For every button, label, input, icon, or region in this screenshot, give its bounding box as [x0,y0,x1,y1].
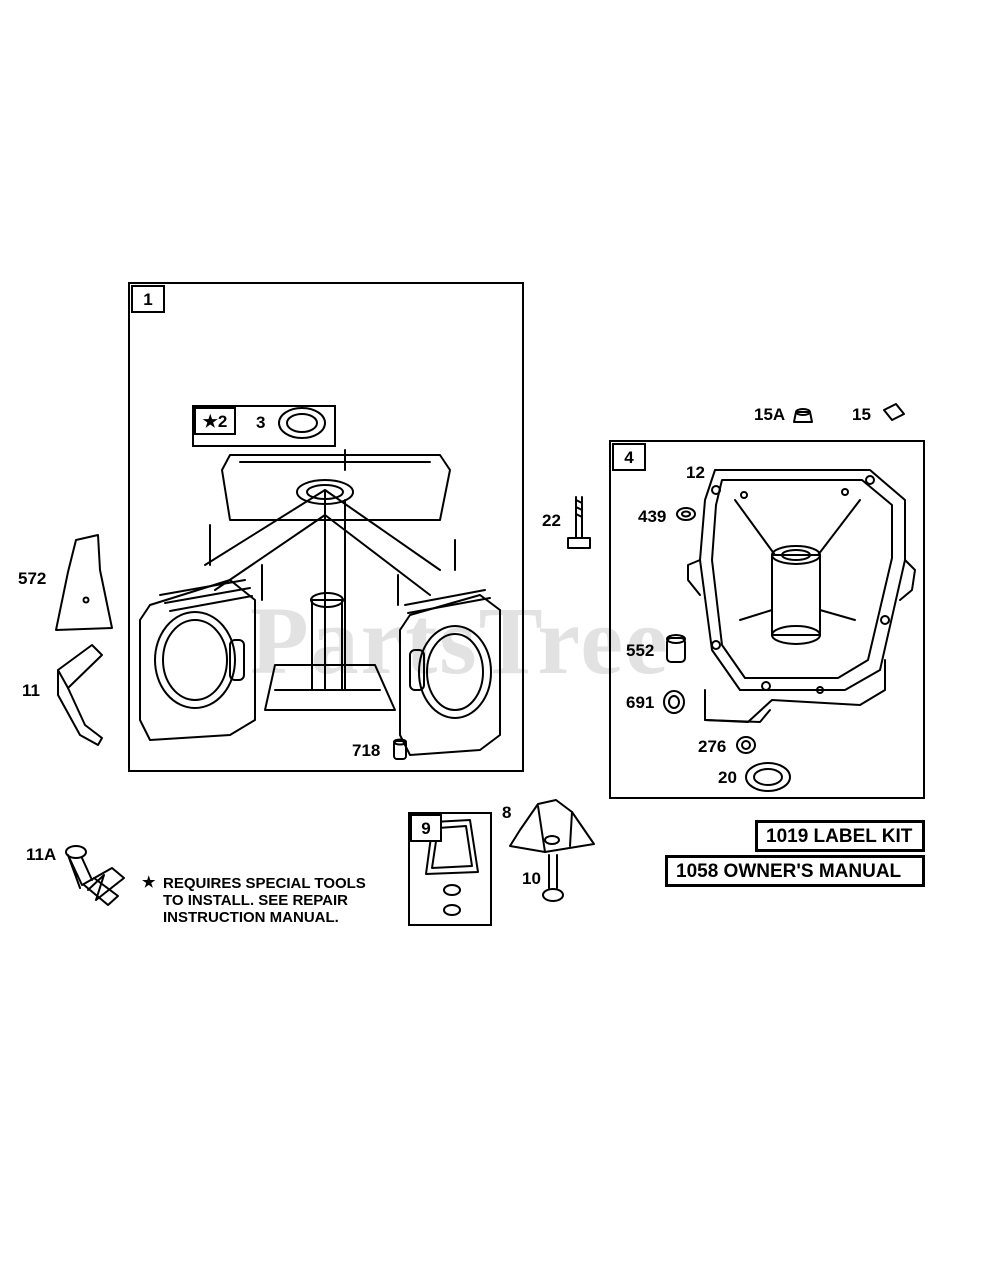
callout-15a[interactable]: 15A [754,405,786,424]
dowel-pin-718[interactable] [393,738,407,760]
breather-tube-11a[interactable] [65,845,125,906]
callout-20[interactable]: 20 [718,768,737,787]
gasket-ring-3[interactable] [278,407,326,439]
callout-8[interactable]: 8 [502,803,512,822]
callout-572[interactable]: 572 [18,569,47,588]
mount-8[interactable] [509,799,595,853]
washer-439[interactable] [676,507,696,521]
shield-572[interactable] [55,534,113,631]
callout-11[interactable]: 11 [22,681,40,700]
callout-718[interactable]: 718 [352,741,381,760]
callout-22[interactable]: 22 [542,511,561,530]
ring-276[interactable] [736,736,756,754]
note-line-3: INSTRUCTION MANUAL. [163,909,339,926]
callout-15[interactable]: 15 [852,405,871,424]
group-2-tag[interactable]: ★2 [194,407,236,435]
plug-15[interactable] [883,403,905,421]
callout-12[interactable]: 12 [686,463,705,482]
breather-tube-11[interactable] [57,644,103,746]
group-4-tag[interactable]: 4 [612,443,646,471]
bearing-20[interactable] [745,762,791,792]
callout-11a[interactable]: 11A [26,845,57,864]
seal-691[interactable] [663,690,685,714]
group-1-tag[interactable]: 1 [131,285,165,313]
group-1-frame [128,282,524,772]
callout-552[interactable]: 552 [626,641,655,660]
watermark: PartsTree [250,587,670,694]
label-kit-box[interactable]: 1019 LABEL KIT [755,820,925,852]
plug-15a[interactable] [793,408,813,423]
callout-276[interactable]: 276 [698,737,727,756]
star-icon: ★ [142,874,156,891]
bolt-10[interactable] [542,854,564,902]
group-9-tag[interactable]: 9 [410,814,442,842]
callout-10[interactable]: 10 [522,869,541,888]
callout-439[interactable]: 439 [638,507,667,526]
callout-3[interactable]: 3 [256,413,266,432]
group-2-frame [192,405,336,447]
note-line-2: TO INSTALL. SEE REPAIR [163,892,349,909]
bolt-22[interactable] [567,496,591,549]
group-9-frame [408,812,492,926]
owners-manual-box[interactable]: 1058 OWNER'S MANUAL [665,855,925,887]
note-line-1: REQUIRES SPECIAL TOOLS [163,875,366,892]
bushing-552[interactable] [666,634,686,663]
cylinder-block-illustration[interactable] [139,449,501,756]
group-4-frame [609,440,925,799]
gasket-set-9[interactable] [425,819,479,916]
callout-691[interactable]: 691 [626,693,655,712]
sump-illustration[interactable] [687,469,916,723]
